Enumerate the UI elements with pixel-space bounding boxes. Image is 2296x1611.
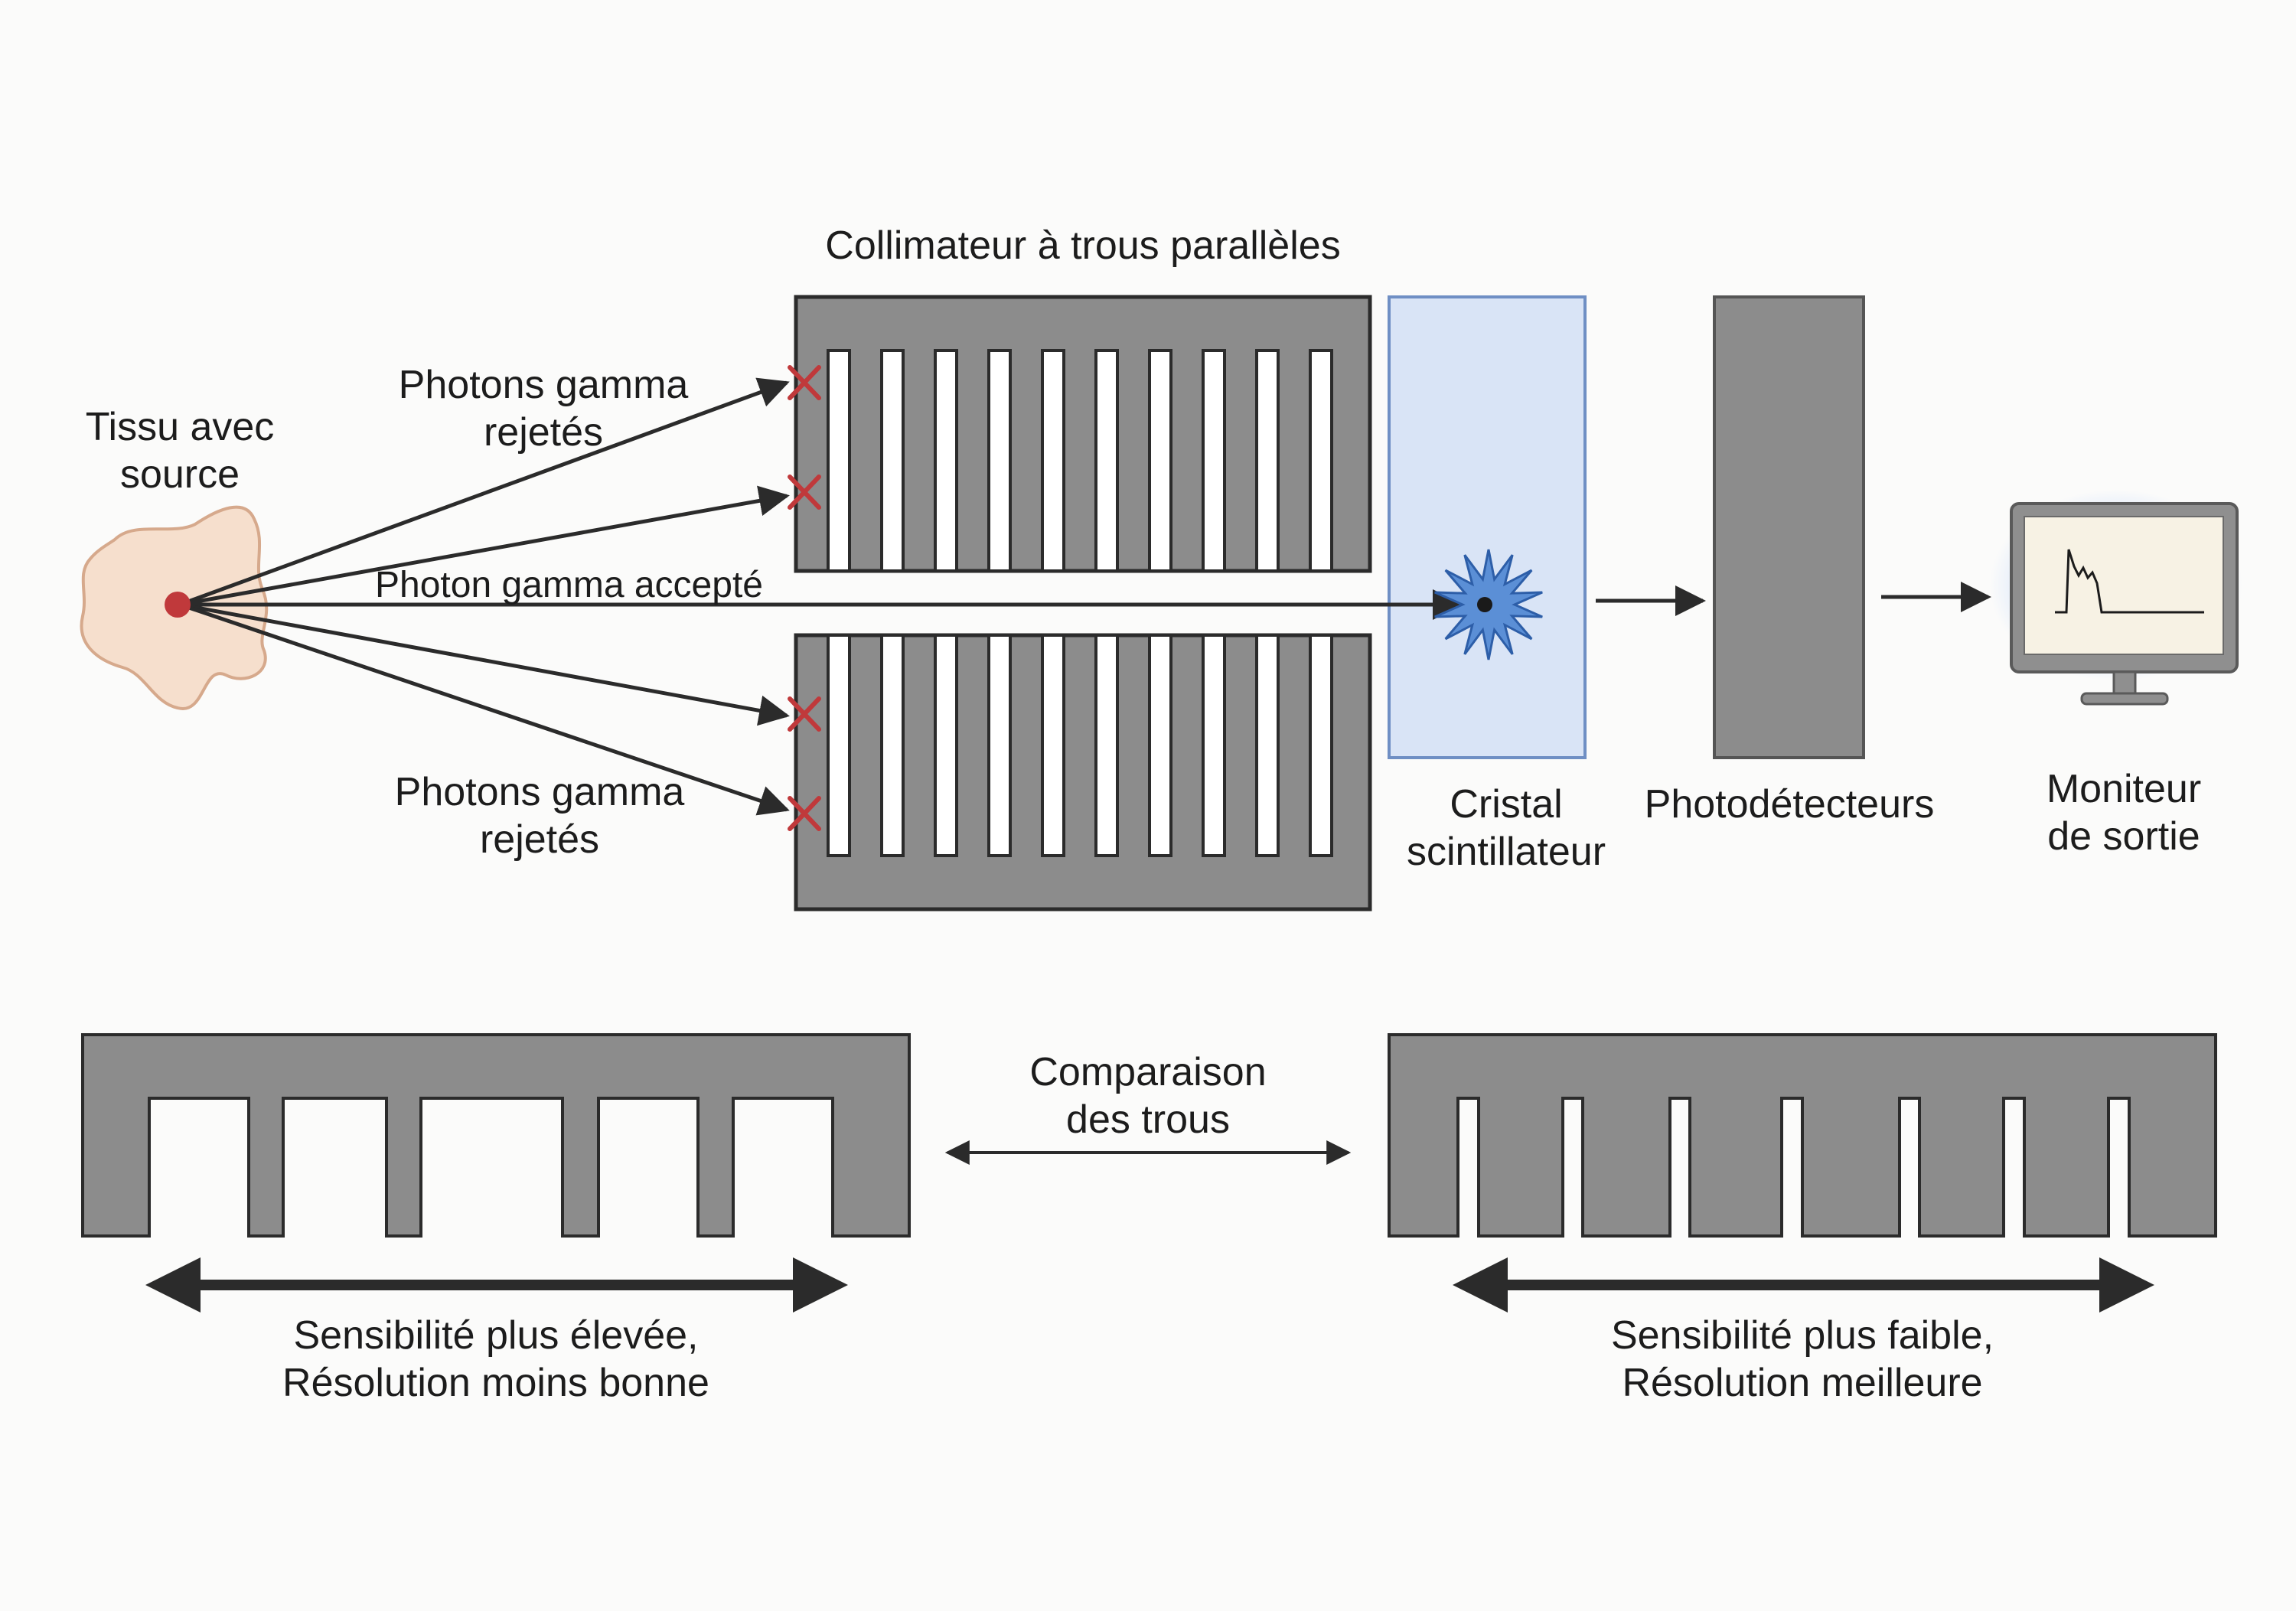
scintillation-star-icon	[1434, 549, 1543, 660]
red-x-icon	[788, 474, 821, 510]
collimator-title: Collimateur à trous parallèles	[825, 223, 1340, 268]
collimator-top	[794, 295, 1372, 573]
scintillator-crystal	[1388, 295, 1587, 759]
rejected-bottom-label-line1: Photons gamma	[395, 770, 685, 814]
rejected-bottom-label-line2: rejetés	[480, 817, 599, 862]
red-x-icon	[788, 696, 821, 732]
right-caption-line1: Sensibilité plus faible,	[1611, 1313, 1994, 1358]
left-caption-line1: Sensibilité plus élevée,	[294, 1313, 699, 1358]
monitor-label-line1: Moniteur	[2047, 767, 2201, 811]
rejected-photon-ray-2	[179, 485, 790, 607]
tissue-label-line1: Tissu avec	[86, 405, 275, 449]
crystal-label-line2: scintillateur	[1407, 830, 1606, 874]
rejected-photon-ray-1	[179, 377, 790, 607]
crystal-label-line1: Cristal	[1450, 782, 1562, 827]
collimator-top-holes	[827, 349, 1333, 572]
comparison-label-line1: Comparaison	[1029, 1050, 1266, 1094]
monitor-label-line2: de sortie	[2047, 814, 2200, 859]
tissue-label-line2: source	[120, 452, 240, 497]
photon-rays	[179, 377, 1463, 816]
accepted-photon-label: Photon gamma accepté	[375, 565, 763, 605]
photodetector-block	[1713, 295, 1865, 759]
left-caption-line2: Résolution moins bonne	[282, 1361, 709, 1405]
narrow-hole-collimator	[1388, 1033, 2217, 1238]
right-caption-line2: Résolution meilleure	[1622, 1361, 1982, 1405]
rejected-photon-ray-3	[179, 602, 790, 726]
monitor-signal-trace	[2055, 549, 2204, 614]
red-x-icon	[788, 796, 821, 831]
comparison-label-line2: des trous	[1066, 1097, 1230, 1142]
wide-hole-collimator	[81, 1033, 911, 1238]
radioactive-source-dot	[165, 592, 191, 618]
photodetectors-label: Photodétecteurs	[1645, 782, 1935, 827]
collimator-bottom-holes	[827, 634, 1333, 857]
rejected-photon-ray-4	[179, 602, 790, 816]
monitor-icon	[1990, 490, 2242, 706]
red-x-icon	[788, 365, 821, 400]
rejected-top-label-line1: Photons gamma	[399, 363, 689, 407]
left-range-double-arrow	[145, 1257, 848, 1313]
collimator-bottom	[794, 633, 1372, 911]
right-range-double-arrow	[1453, 1257, 2154, 1313]
rejected-top-label-line2: rejetés	[484, 410, 603, 455]
